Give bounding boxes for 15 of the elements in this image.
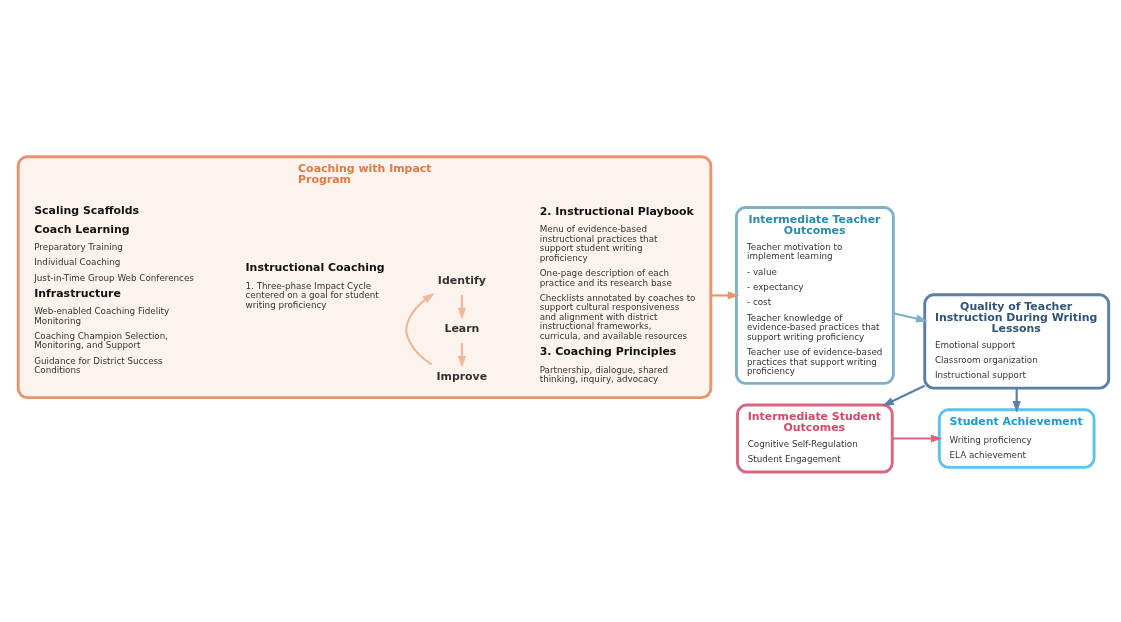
node-box: Student Achievement Writing proficiency ELA achievement [937,407,1096,469]
arrow [710,290,740,300]
node-text: Learn [444,321,480,335]
node-text: 2. Instructional Playbook Menu of evidence-based instructional practices that support student writing proficiency One-page description of each practice and its research base Checklists annotated by coaches to support cultural responsiveness and alignment with district instructional frameworks, curricula, and available resources 3. Coaching Principles Partnership, dialogue, shared thinking, inquiry, advocacy [539,204,696,384]
arrow [405,292,435,365]
node-text: Instructional Coaching 1. Three-phase Impact Cycle centered on a goal for student writing proficiency [245,260,385,310]
node-box: Intermediate Student Outcomes Cognitive Self-Regulation Student Engagement [736,402,894,474]
arrow [892,433,943,443]
node-box: Quality of Teacher Instruction During Writing Lessons Emotional support Classroom organization Instructional support [923,292,1111,390]
node-text: Identify [437,273,486,287]
arrow [882,384,926,406]
node-text: Scaling Scaffolds Coach Learning Preparatory Training Individual Coaching Just-in-Time Group Web Conferences Infrastructure Web-enabled Coaching Fidelity Monitoring Coaching Champion Selection, Monitoring, and Support Guidance for District Success Conditions [34,203,194,375]
node-box: Intermediate Teacher Outcomes Teacher motivation to implement learning - value - expectancy - cost Teacher knowledge of evidence-based practices that support writing proficiency Teacher use of evidence-based practices that support writing proficiency [734,205,895,385]
arrow [893,311,928,323]
node-text: Improve [436,369,488,383]
